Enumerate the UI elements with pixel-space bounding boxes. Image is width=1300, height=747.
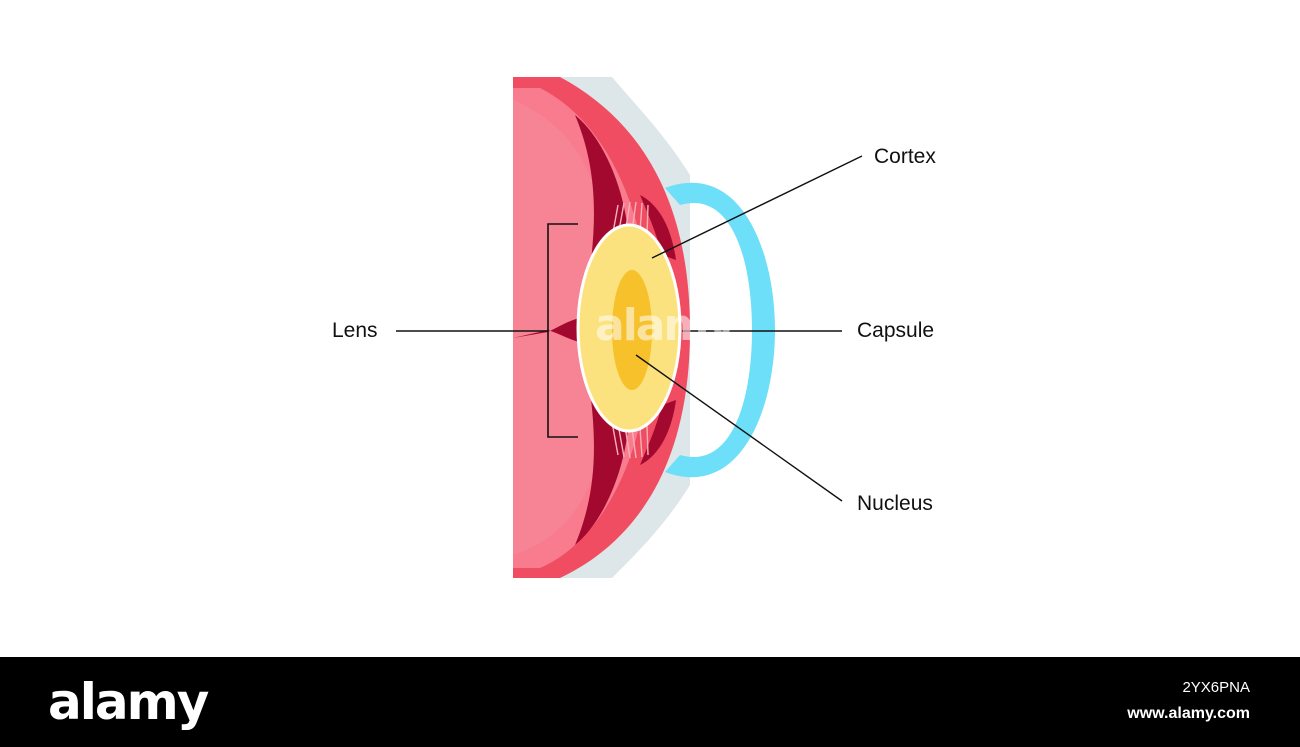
ciliary-process-lower [640,400,676,465]
brand-logo: alamy [48,673,209,731]
site-url[interactable]: www.alamy.com [1127,705,1250,722]
vitreous-highlight [513,100,600,555]
cornea [665,182,775,478]
nucleus-leader-line [635,354,843,502]
lens-nucleus [612,270,652,390]
footer-bar: alamy 2YX6PNA www.alamy.com [0,657,1300,747]
image-id: 2YX6PNA [1182,679,1250,696]
hyaloid-canal [513,318,580,342]
nucleus-label: Nucleus [857,492,933,515]
ciliary-process-upper [640,195,676,260]
capsule-label: Capsule [857,319,935,342]
eye-lens-diagram [396,77,863,578]
ciliary-body-lower [575,390,628,545]
cortex-leader-line [651,155,863,259]
cortex-label: Cortex [874,145,936,168]
lens-label: Lens [332,319,378,342]
